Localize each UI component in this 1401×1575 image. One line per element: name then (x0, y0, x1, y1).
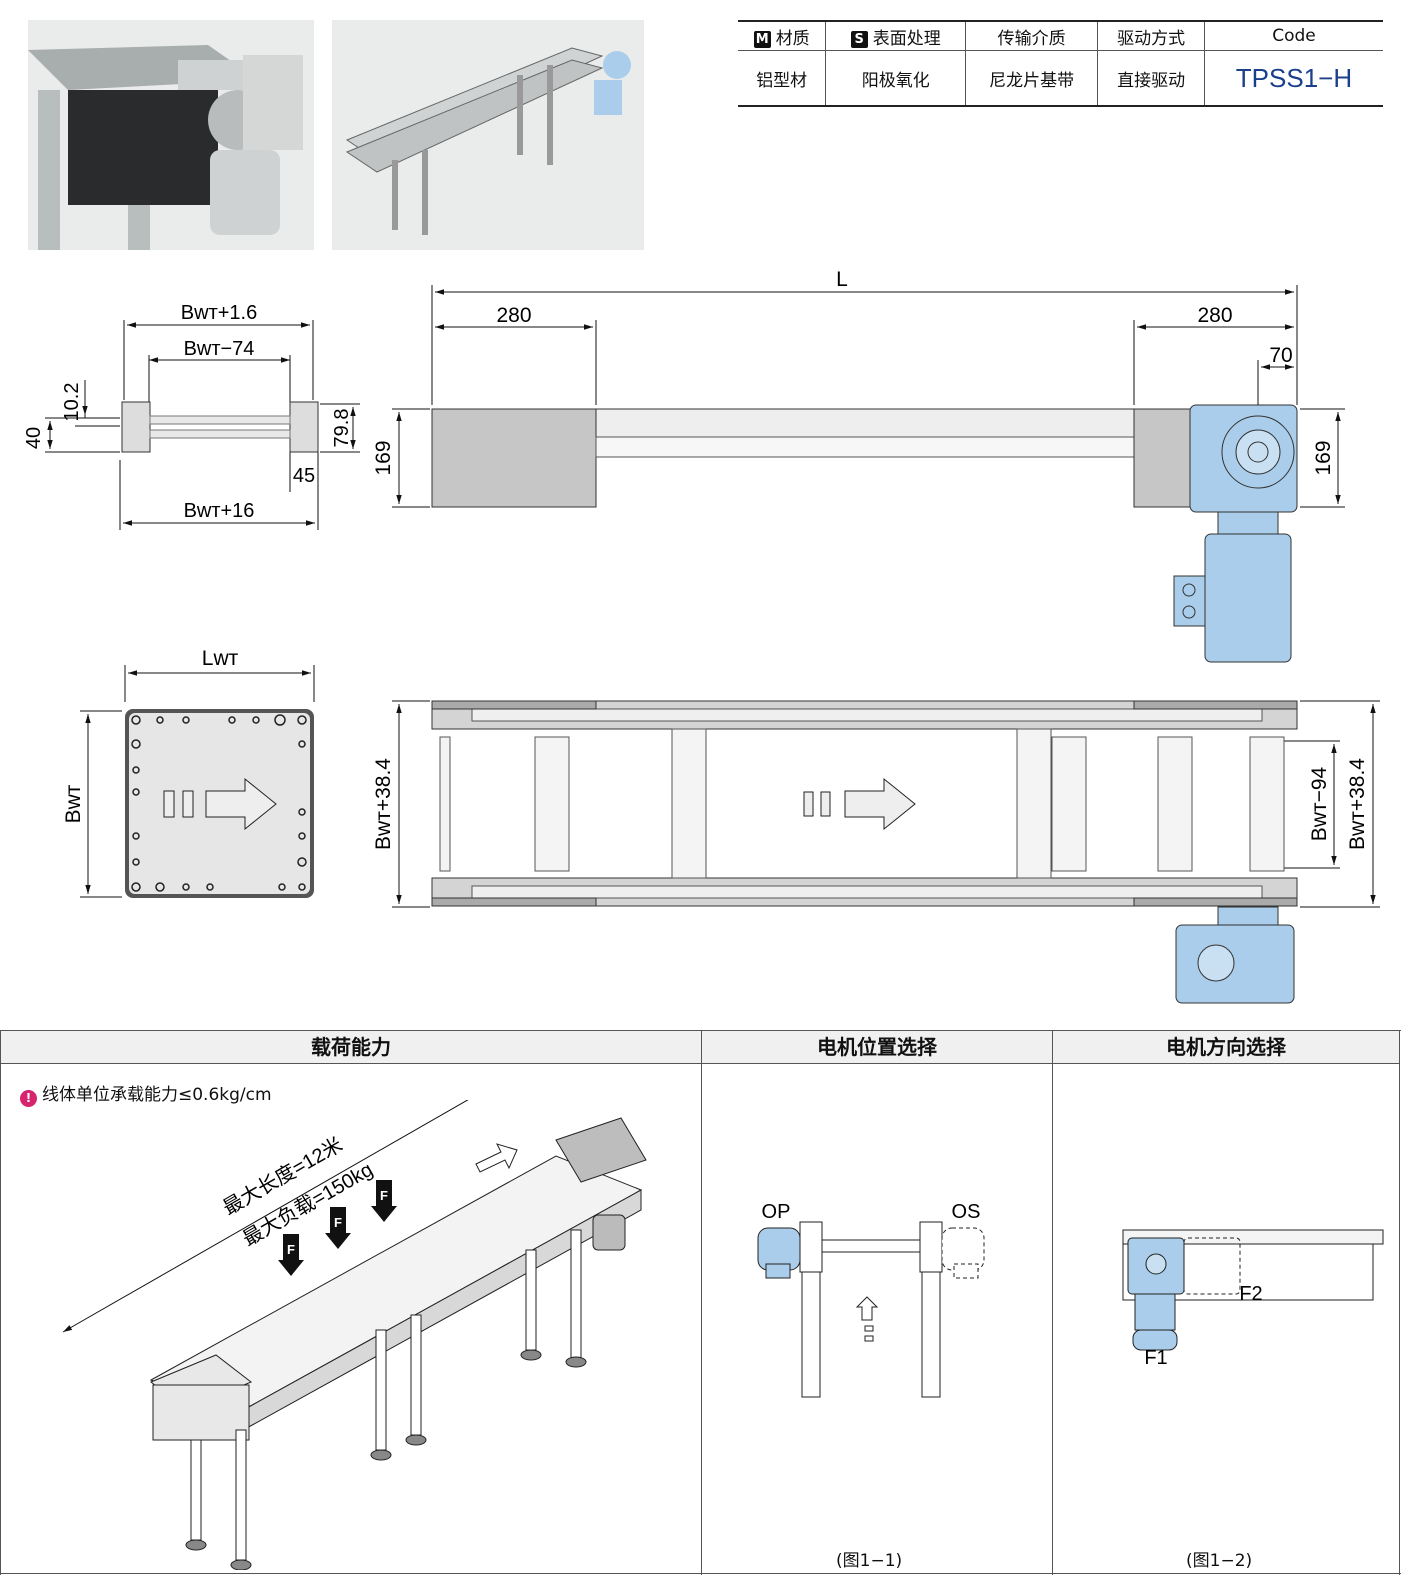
dim-10-2: 10.2 (61, 383, 83, 422)
dim-40: 40 (23, 427, 45, 449)
product-photo-closeup (28, 20, 314, 250)
spec-value-code: TPSS1−H (1203, 50, 1383, 107)
dim-70: 70 (1269, 344, 1292, 367)
motor-direction-diagram: F1 F2 (1122, 1229, 1384, 1369)
dim-280-left: 280 (496, 304, 531, 327)
spec-header-medium: 传输介质 (965, 20, 1098, 51)
dim-79-8: 79.8 (331, 409, 353, 448)
figure-caption-1-1: (图1−1) (836, 1551, 903, 1571)
dim-169-right: 169 (1312, 440, 1335, 475)
panel-title-motor-position: 电机位置选择 (702, 1031, 1052, 1064)
dim-45: 45 (293, 465, 315, 487)
spec-header-code: Code (1203, 20, 1383, 51)
panel-title-motor-direction: 电机方向选择 (1053, 1031, 1399, 1064)
product-photo-overview (332, 20, 644, 250)
load-panel-illustration: F F F 最大长度=12米 最大负载=150kg (62, 1100, 647, 1570)
motor-position-diagram: OP OS (757, 1201, 985, 1398)
spec-value-surface: 阳极氧化 (825, 50, 966, 107)
panel-title-load: 载荷能力 (1, 1031, 701, 1064)
spec-header-drive: 驱动方式 (1097, 20, 1205, 51)
f1-label: F1 (1144, 1347, 1167, 1369)
dim-bwt-minus-74: Bwт−74 (184, 338, 255, 360)
dim-280-right: 280 (1197, 304, 1232, 327)
technical-drawings: Bwт+1.6 Bwт−74 10.2 40 79.8 45 Bwт+16 L … (23, 268, 1380, 1004)
spec-value-drive: 直接驱动 (1097, 50, 1205, 107)
dim-bwt-plus-1-6: Bwт+1.6 (181, 302, 257, 324)
dim-bwt-plus-38-4-right: Bwт+38.4 (1346, 758, 1369, 850)
figure-caption-1-2: (图1−2) (1186, 1551, 1253, 1571)
svg-text:F: F (380, 1188, 388, 1203)
op-label: OP (762, 1201, 791, 1223)
dim-L: L (836, 268, 848, 291)
os-label: OS (952, 1201, 981, 1223)
spec-value-material: 铝型材 (738, 50, 826, 107)
alert-icon: ! (20, 1090, 37, 1107)
spec-value-medium: 尼龙片基带 (965, 50, 1098, 107)
dim-bwt-plus-16: Bwт+16 (184, 500, 255, 522)
dim-bwt: Bwт (62, 784, 85, 823)
svg-text:F: F (287, 1242, 295, 1257)
dim-bwt-plus-38-4-left: Bwт+38.4 (372, 758, 395, 850)
f2-label: F2 (1239, 1283, 1262, 1305)
dim-lwt: Lwт (202, 647, 239, 670)
dim-169-left: 169 (372, 440, 395, 475)
svg-text:F: F (334, 1215, 342, 1230)
dim-bwt-minus-94: Bwт−94 (1308, 766, 1331, 841)
